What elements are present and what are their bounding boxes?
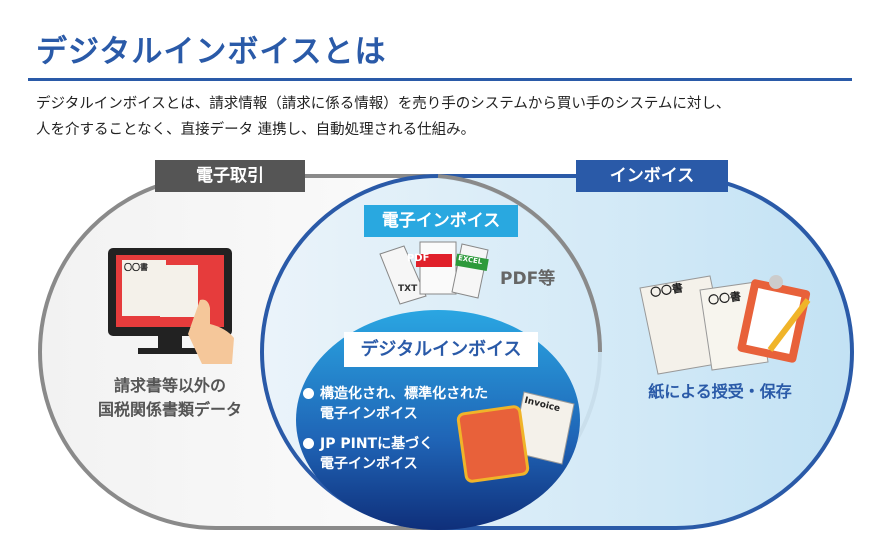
digital-point-1: 構造化され、標準化された 電子インボイス	[303, 384, 488, 424]
pdf-etc-text: PDF等	[500, 269, 556, 289]
invoice-label: インボイス	[576, 160, 728, 192]
monitor-icon	[108, 248, 234, 364]
left-caption-line-1: 請求書等以外の	[113, 376, 226, 395]
electronic-invoice-label: 電子インボイス	[364, 205, 518, 237]
digital-invoice-label: デジタルインボイス	[344, 332, 538, 367]
bullet-icon	[303, 438, 314, 449]
bullet-icon	[303, 388, 314, 399]
electronic-transaction-label: 電子取引	[155, 160, 305, 192]
left-caption: 請求書等以外の 国税関係書類データ	[70, 374, 270, 422]
file-format-icons	[379, 241, 489, 305]
calculator-icon	[456, 391, 575, 483]
paper-documents-icon	[639, 275, 811, 375]
digital-point-2: JP PINTに基づく 電子インボイス	[303, 434, 433, 474]
txt-tag: TXT	[398, 284, 418, 294]
description-line-1: デジタルインボイスとは、請求情報（請求に係る情報）を売り手のシステムから買い手の…	[36, 96, 731, 112]
left-caption-line-2: 国税関係書類データ	[97, 400, 242, 419]
description-line-2: 人を介することなく、直接データ 連携し、自動処理される仕組み。	[36, 122, 476, 138]
pdf-tag: PDF	[406, 252, 430, 265]
page-title: デジタルインボイスとは	[36, 34, 387, 70]
right-caption: 紙による授受・保存	[648, 382, 792, 401]
title-divider	[28, 78, 852, 81]
doc-mark-1: 〇〇書	[124, 263, 148, 272]
